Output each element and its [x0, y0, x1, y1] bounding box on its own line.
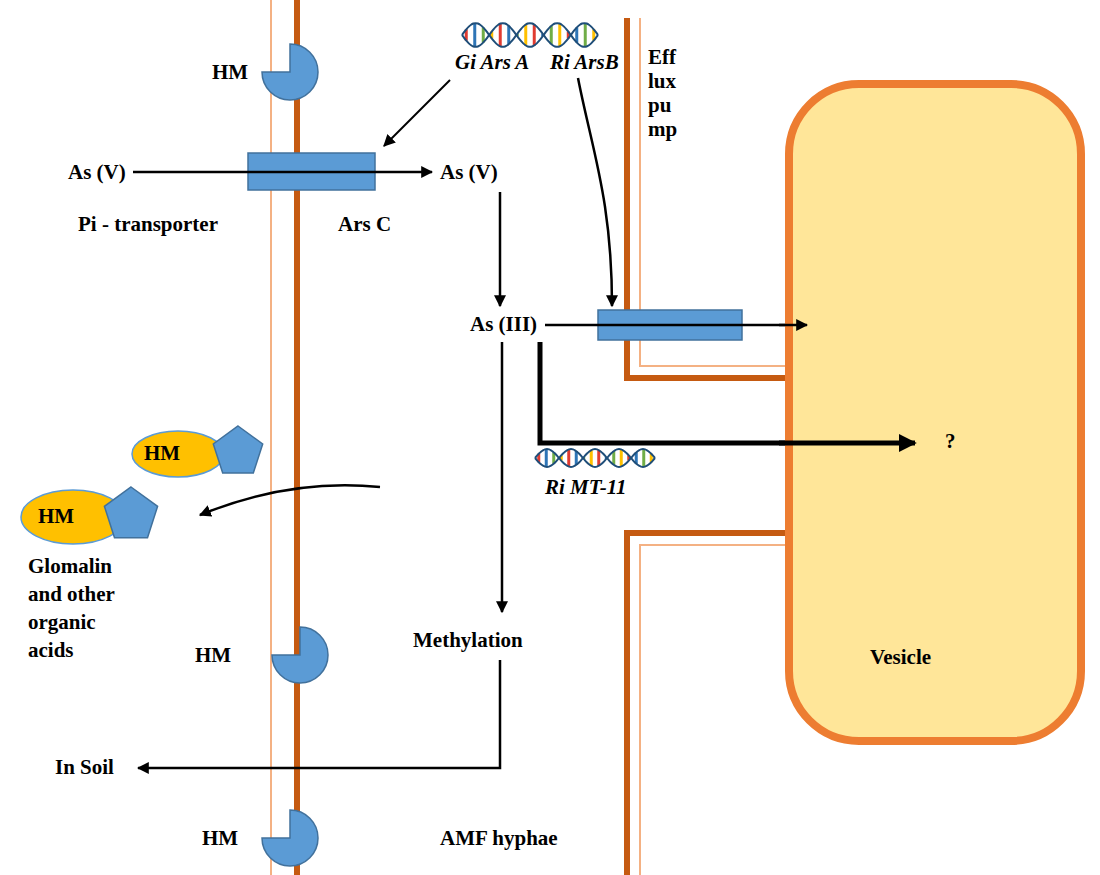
uptake-arrow — [133, 171, 432, 174]
hm-receptor — [262, 44, 318, 100]
unknown-fate: ? — [945, 429, 956, 453]
hm-label: HM — [195, 643, 231, 667]
efflux-arrow-head — [779, 324, 807, 327]
methylation-arrow — [501, 342, 504, 612]
dna-rung — [507, 26, 510, 45]
dna-icon — [535, 449, 655, 467]
hypha-wall — [627, 533, 790, 875]
gene-name: Ri MT-11 — [545, 475, 627, 499]
vesicle-outline — [789, 84, 1081, 741]
hm-label: HM — [212, 60, 248, 84]
reduction-arrow — [499, 192, 502, 306]
gene-name: Gi Ars A — [455, 50, 529, 74]
arsenite-label: As (III) — [470, 312, 537, 336]
gene-arrow — [578, 78, 612, 306]
hyphae-label: AMF hyphae — [440, 826, 558, 850]
transporter-label: Pi - transporter — [78, 212, 218, 236]
node-outline — [785, 80, 1085, 745]
dna-rung — [642, 449, 645, 467]
dna-icon — [462, 23, 598, 47]
enzyme-label: Ars C — [338, 212, 391, 236]
dna-rung — [524, 24, 527, 45]
dna-strand — [535, 449, 655, 467]
vesicle-shape: ? Vesicle — [785, 80, 1085, 745]
hm-receptor — [262, 810, 318, 866]
dna-rung — [473, 23, 476, 47]
hypha-wall-inner — [270, 0, 272, 875]
dna-rung — [597, 450, 600, 466]
dna-rung — [550, 26, 553, 45]
arsenate-label: As (V) — [68, 160, 126, 184]
dna-rung — [558, 24, 561, 47]
hm-ion — [132, 431, 224, 477]
dna-strand — [462, 23, 598, 47]
hm-glomalin-complex: HM — [18, 485, 163, 545]
dna-rung — [533, 24, 536, 45]
glomalin-molecule — [104, 487, 157, 538]
dna-strand — [462, 23, 598, 47]
gene-name: Ri ArsB — [550, 50, 619, 74]
hm-label: HM — [202, 826, 238, 850]
dna-rung — [590, 450, 593, 466]
methylation-label: Methylation — [413, 628, 523, 652]
hypha-wall — [294, 0, 300, 875]
glomalin-label: Glomalin and other organic acids — [28, 552, 132, 664]
hypha-wall-inner — [640, 545, 790, 875]
dna-rung — [620, 449, 623, 466]
dna-rung — [567, 449, 570, 466]
dna-strand — [535, 449, 655, 467]
hm-label: HM — [144, 441, 180, 465]
hm-receptor — [272, 627, 328, 683]
dna-rung — [499, 24, 502, 47]
arsenate-label: As (V) — [440, 160, 498, 184]
dna-rung — [584, 23, 587, 47]
dna-rung — [545, 449, 548, 467]
glomalin-molecule — [213, 426, 262, 473]
chelation-arrow — [200, 485, 380, 515]
pump-label: Eff lux pu mp — [648, 45, 688, 142]
soil-label: In Soil — [55, 755, 114, 779]
sequestration-line — [540, 342, 790, 443]
vesicle-label: Vesicle — [870, 645, 931, 669]
sequestration-arrow-head — [779, 441, 915, 446]
release-arrow — [138, 660, 500, 768]
efflux-arrow — [545, 324, 790, 327]
gene-arrow — [384, 80, 450, 146]
hm-label: HM — [38, 504, 74, 528]
hm-glomalin-complex: HM — [128, 428, 273, 480]
